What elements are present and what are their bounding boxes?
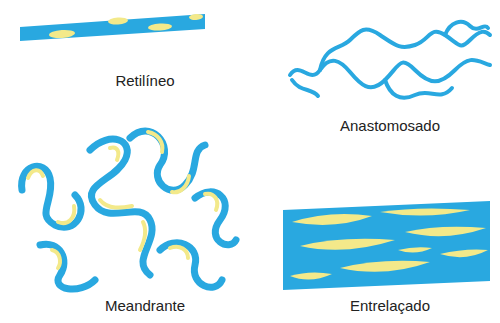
anastomosing-channels: [290, 22, 490, 98]
meandering-channels: [22, 131, 236, 289]
pattern-label: Entrelaçado: [350, 297, 430, 315]
straight-channel: [20, 14, 205, 41]
pattern-label: Meandrante: [105, 297, 185, 315]
pattern-label: Anastomosado: [340, 117, 440, 135]
pattern-label: Retilíneo: [115, 72, 174, 90]
braided-channel: [283, 201, 490, 290]
